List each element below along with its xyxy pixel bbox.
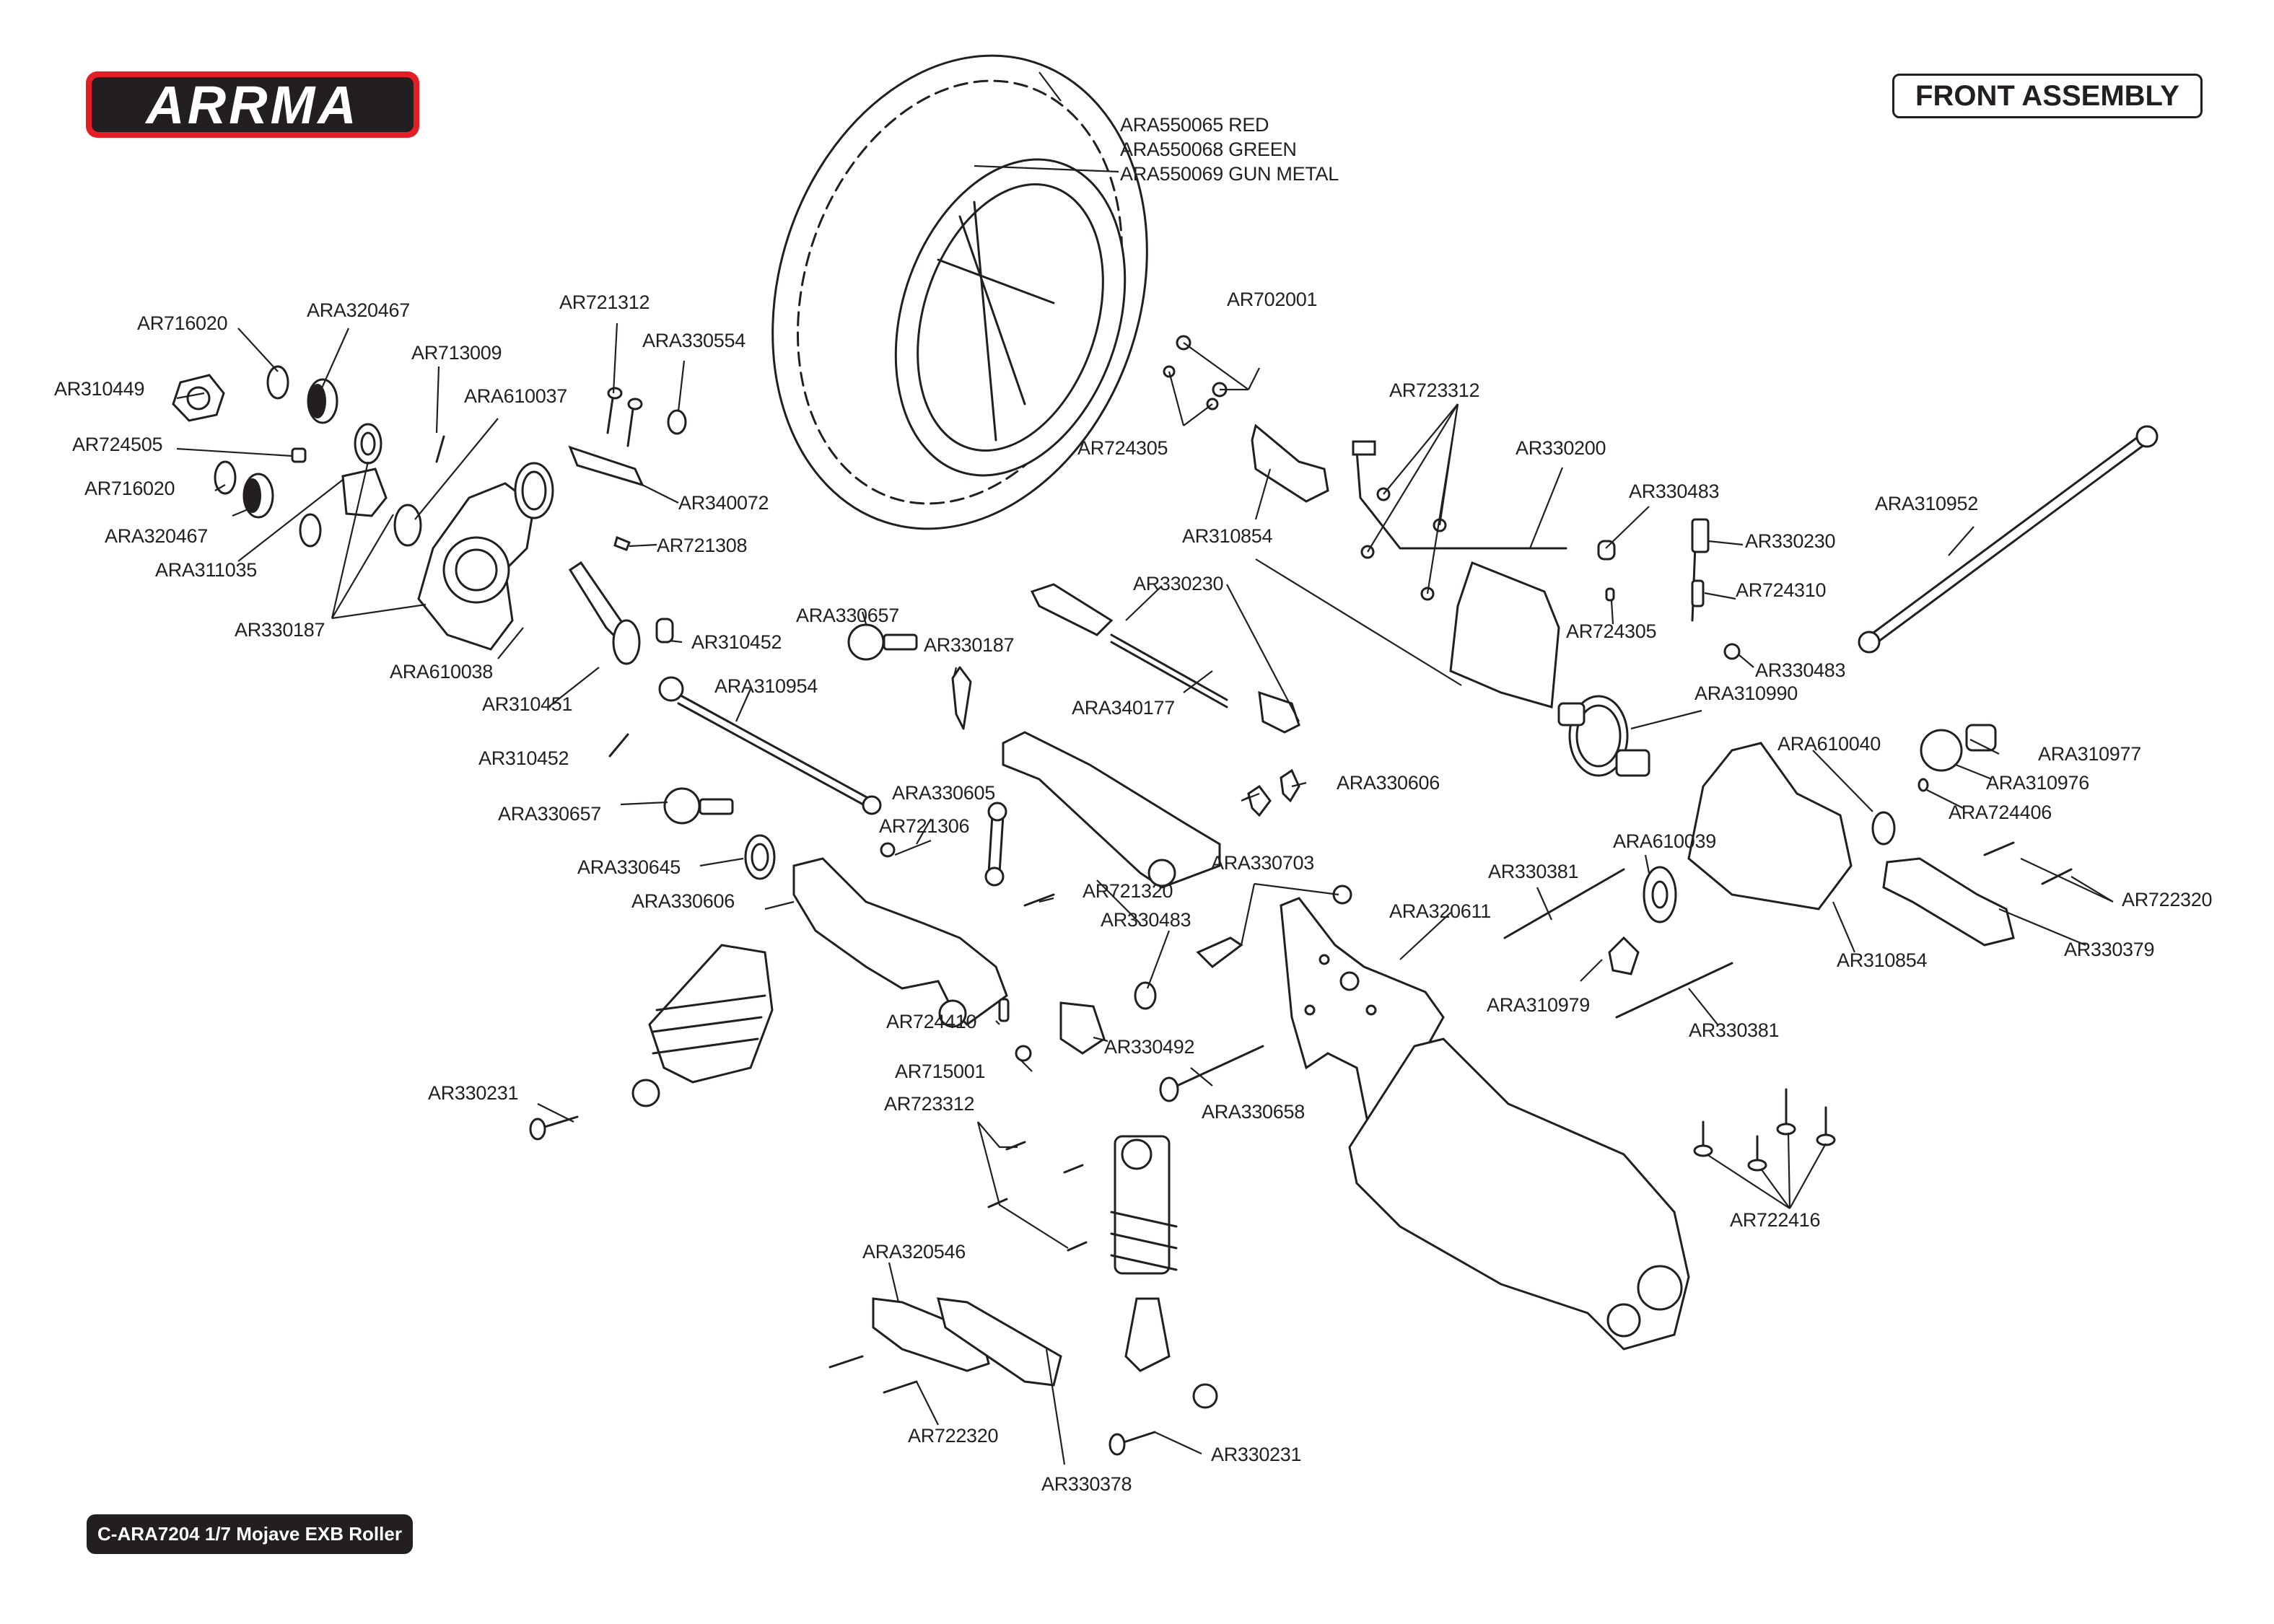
part-label-ara320467-2: ARA320467 (105, 525, 208, 547)
part-label-ar713009: AR713009 (411, 342, 502, 364)
part-label-ara330657: ARA330657 (796, 605, 899, 626)
hub-hardware-illustration (172, 365, 674, 758)
part-label-ar721306: AR721306 (879, 815, 970, 837)
lower-arm-illustration (792, 857, 1010, 1028)
part-label-ar310854-2: AR310854 (1837, 949, 1928, 971)
part-label-ar330230: AR330230 (1133, 573, 1224, 594)
small-pins-illustration (568, 387, 687, 551)
steering-servo-saver-illustration (1163, 335, 1741, 708)
part-label-ar330187-2: AR330187 (924, 634, 1015, 656)
part-label-ara724406: ARA724406 (1949, 802, 2052, 823)
part-label-ar330231-2: AR330231 (1211, 1444, 1302, 1465)
arrma-logo: ARRMA (83, 69, 422, 141)
ball-studs-illustration (663, 623, 972, 880)
part-label-ar724505: AR724505 (72, 434, 163, 455)
center-driveshaft-illustration (1858, 425, 2159, 654)
part-label-ar330379: AR330379 (2064, 939, 2155, 960)
part-label-ara330703: ARA330703 (1211, 852, 1314, 874)
screws-ar722416-illustration (1693, 1088, 1836, 1172)
part-label-ar310451: AR310451 (482, 693, 573, 715)
part-label-ar722320-2: AR722320 (908, 1425, 999, 1447)
steering-knuckle-illustration (417, 482, 535, 651)
part-label-ar721312: AR721312 (559, 291, 650, 313)
part-label-ara340177: ARA340177 (1072, 697, 1175, 719)
svg-text:ARRMA: ARRMA (144, 75, 359, 135)
part-label-ar340072: AR340072 (678, 492, 769, 514)
part-label-ar716020: AR716020 (137, 312, 228, 334)
part-label-ara330606: ARA330606 (631, 890, 735, 912)
part-label-ara610040: ARA610040 (1777, 733, 1881, 755)
part-label-ara311035: ARA311035 (155, 559, 257, 581)
part-label-ar330381-2: AR330381 (1689, 1019, 1780, 1041)
part-label-ar723312: AR723312 (1389, 379, 1480, 401)
part-label-ar330231: AR330231 (428, 1082, 519, 1104)
part-label-ar721320: AR721320 (1083, 880, 1173, 902)
bulkhead-illustration (1503, 724, 2073, 1019)
part-label-tire-red: ARA550065 RED (1120, 114, 1269, 136)
shock-absorbers-illustration (529, 944, 1218, 1456)
part-label-ar722320: AR722320 (2122, 889, 2213, 910)
part-label-ara320467: ARA320467 (307, 299, 410, 321)
tire-wheel-illustration (771, 54, 1148, 530)
part-label-ara310976: ARA310976 (1986, 772, 2089, 794)
part-label-ara330605: ARA330605 (892, 782, 995, 804)
part-label-ar722416: AR722416 (1730, 1209, 1821, 1231)
part-label-ara610039: ARA610039 (1613, 830, 1716, 852)
upper-arm-illustration (1002, 731, 1300, 889)
model-badge: C-ARA7204 1/7 Mojave EXB Roller (87, 1514, 413, 1554)
part-label-ara330657-2: ARA330657 (498, 803, 601, 825)
part-label-ar330492: AR330492 (1104, 1036, 1195, 1058)
part-label-ar724305-2: AR724305 (1566, 620, 1657, 642)
part-label-ara330554: ARA330554 (642, 330, 745, 351)
part-label-ar715001: AR715001 (895, 1061, 986, 1082)
part-label-tire-gun-metal: ARA550069 GUN METAL (1120, 163, 1339, 185)
part-label-ar330483-2: AR330483 (1755, 659, 1846, 681)
part-label-ar723312-2: AR723312 (884, 1093, 975, 1115)
part-label-ar330483: AR330483 (1629, 480, 1720, 502)
part-label-ar310452: AR310452 (691, 631, 782, 653)
part-label-ar724305: AR724305 (1077, 437, 1168, 459)
part-label-ara610038: ARA610038 (390, 661, 493, 682)
section-title: FRONT ASSEMBLY (1892, 74, 2203, 118)
part-label-tire-green: ARA550068 GREEN (1120, 139, 1297, 160)
part-label-ar716020-2: AR716020 (84, 478, 175, 499)
hinge-pin-braces-illustration (828, 1141, 1088, 1394)
part-label-ara610037: ARA610037 (464, 385, 567, 407)
front-lower-arm-assembly-illustration (1348, 1037, 1690, 1351)
part-label-ar330381: AR330381 (1488, 861, 1579, 882)
part-label-ar330378: AR330378 (1041, 1473, 1132, 1495)
differential-illustration (1557, 695, 1650, 777)
part-label-ar724410: AR724410 (886, 1011, 977, 1032)
part-label-ar330200: AR330200 (1516, 437, 1606, 459)
part-label-ara330645: ARA330645 (577, 856, 681, 878)
part-label-ar724310: AR724310 (1736, 579, 1827, 601)
part-label-ara330658: ARA330658 (1202, 1101, 1305, 1123)
part-label-ar310452-2: AR310452 (478, 747, 569, 769)
part-label-ar721308: AR721308 (657, 535, 748, 556)
part-label-ar330187: AR330187 (235, 619, 325, 641)
part-label-ara320611: ARA320611 (1389, 900, 1491, 922)
part-label-ara320546: ARA320546 (862, 1241, 966, 1263)
part-label-ar330230-2: AR330230 (1745, 530, 1836, 552)
part-label-ara310979: ARA310979 (1487, 994, 1590, 1016)
leader-lines (176, 71, 2114, 1465)
part-label-ar330483-3: AR330483 (1101, 909, 1191, 931)
front-cvd-shaft-illustration (658, 676, 882, 815)
part-label-ara310977: ARA310977 (2038, 743, 2141, 765)
part-label-ar310449: AR310449 (54, 378, 145, 400)
part-label-ara310954: ARA310954 (714, 675, 818, 697)
part-label-ara310990: ARA310990 (1694, 682, 1798, 704)
part-label-ara330606-2: ARA330606 (1337, 772, 1440, 794)
part-label-ar310854: AR310854 (1182, 525, 1273, 547)
part-label-ara310952: ARA310952 (1875, 493, 1978, 514)
part-label-ar702001: AR702001 (1227, 289, 1318, 310)
